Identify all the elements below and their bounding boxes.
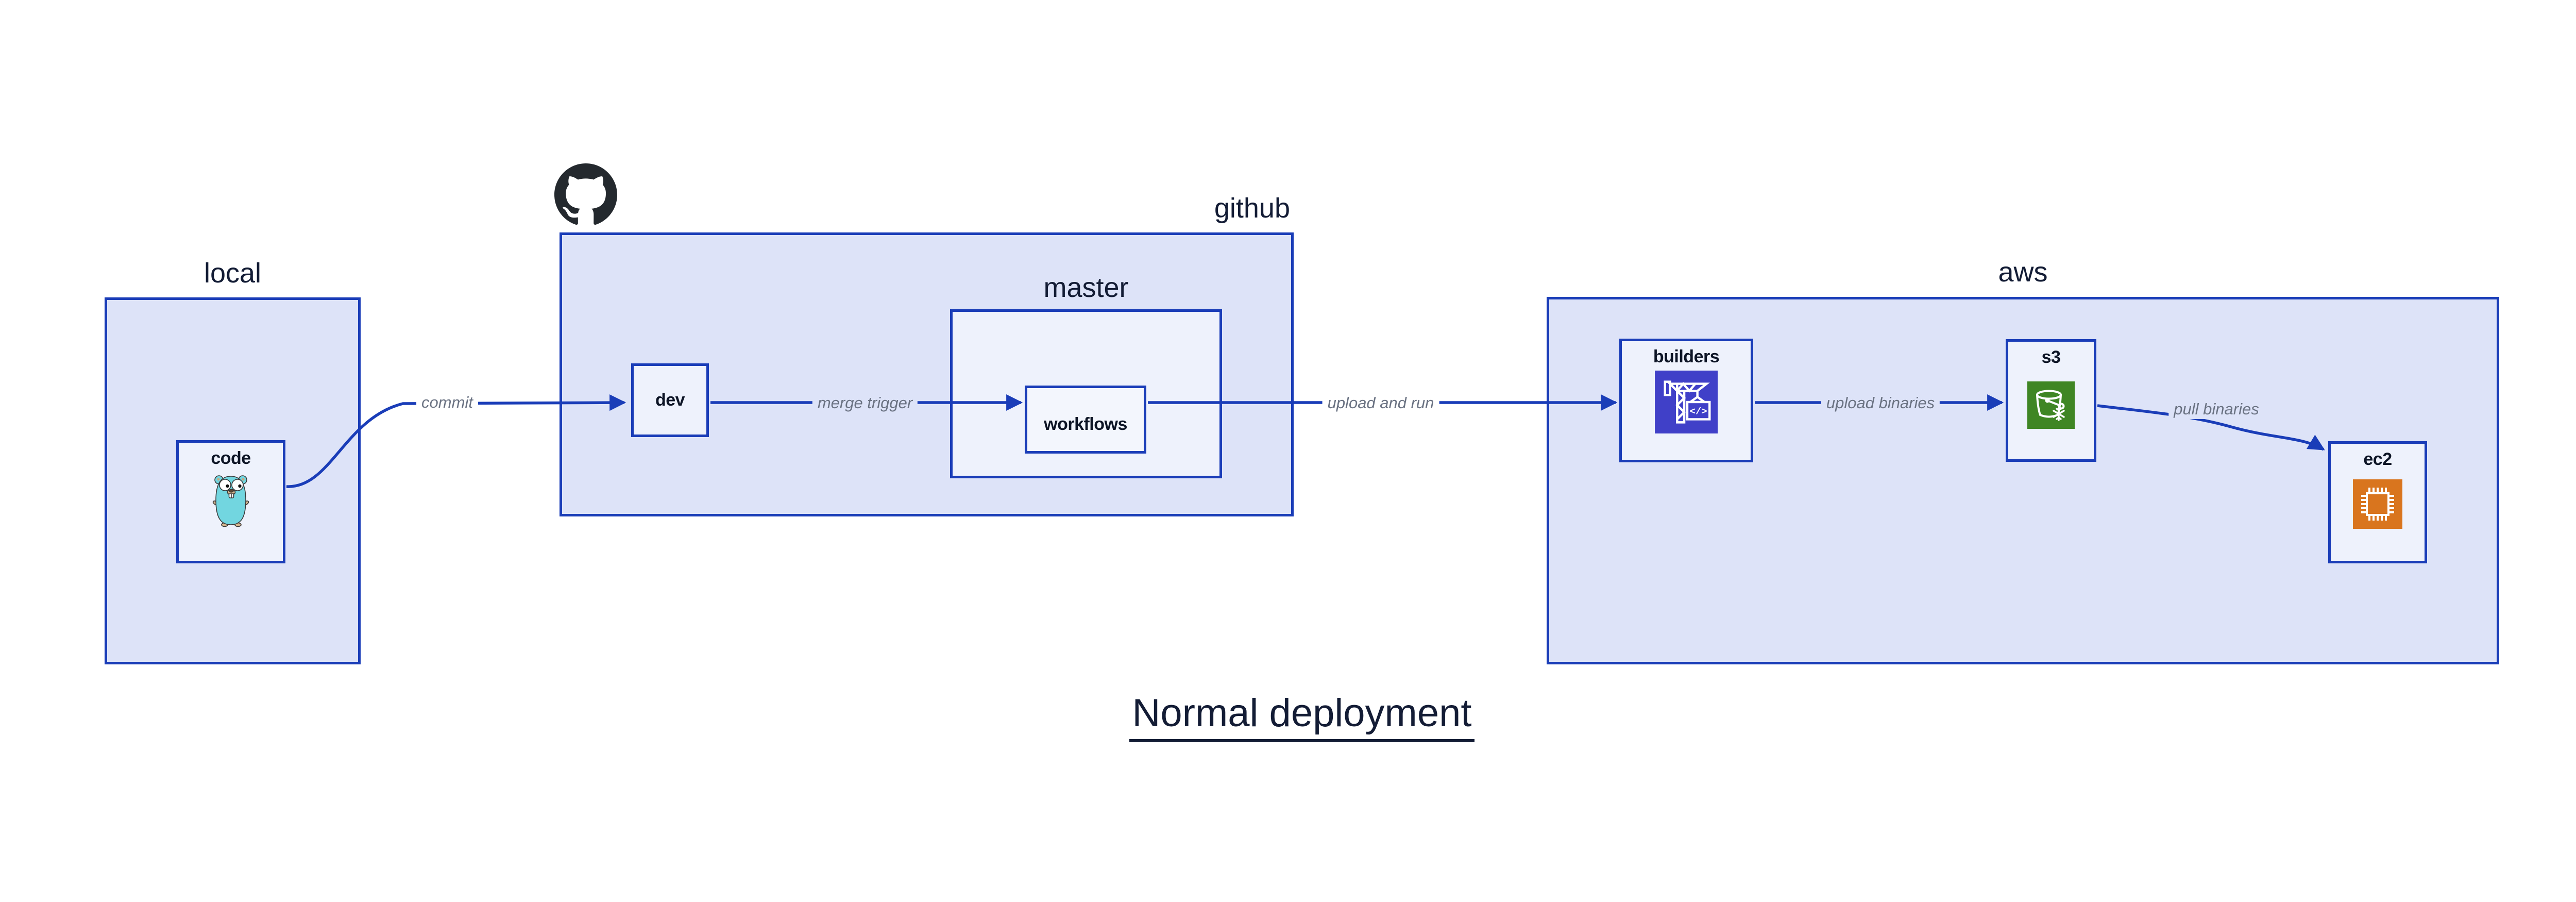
s3-node: s3 [2006,339,2096,462]
workflows-node: workflows [1025,386,1146,454]
ec2-node-label: ec2 [2363,449,2392,469]
diagram-title: Normal deployment [1129,692,1475,742]
aws-ec2-chip-icon [2353,479,2402,529]
aws-codebuild-crane-icon: </> [1655,370,1718,433]
edge-label-pull-binaries: pull binaries [2168,399,2264,420]
builders-node: builders </> [1619,339,1753,462]
go-gopher-icon [212,475,249,527]
code-node-label: code [211,448,251,468]
dev-branch-node: dev [631,363,709,437]
ec2-node: ec2 [2328,441,2427,563]
edge-label-upload-binaries: upload binaries [1821,393,1940,413]
edge-label-merge-trigger: merge trigger [812,393,918,413]
builders-node-label: builders [1653,347,1720,366]
edge-label-commit: commit [416,392,478,413]
title-wrap: Normal deployment [0,692,2576,742]
edge-label-upload-and-run: upload and run [1322,393,1439,413]
aws-container-label: aws [1998,257,2048,288]
s3-node-label: s3 [2041,347,2061,367]
dev-node-label: dev [655,390,685,410]
svg-text:</>: </> [1690,406,1707,417]
local-container-label: local [204,258,262,289]
workflows-node-label: workflows [1044,414,1127,434]
master-node-label: master [1043,272,1129,303]
github-container-label: github [1214,193,1290,224]
aws-s3-bucket-icon [2027,381,2075,429]
code-node: code [176,440,285,563]
github-octocat-icon [554,163,617,225]
